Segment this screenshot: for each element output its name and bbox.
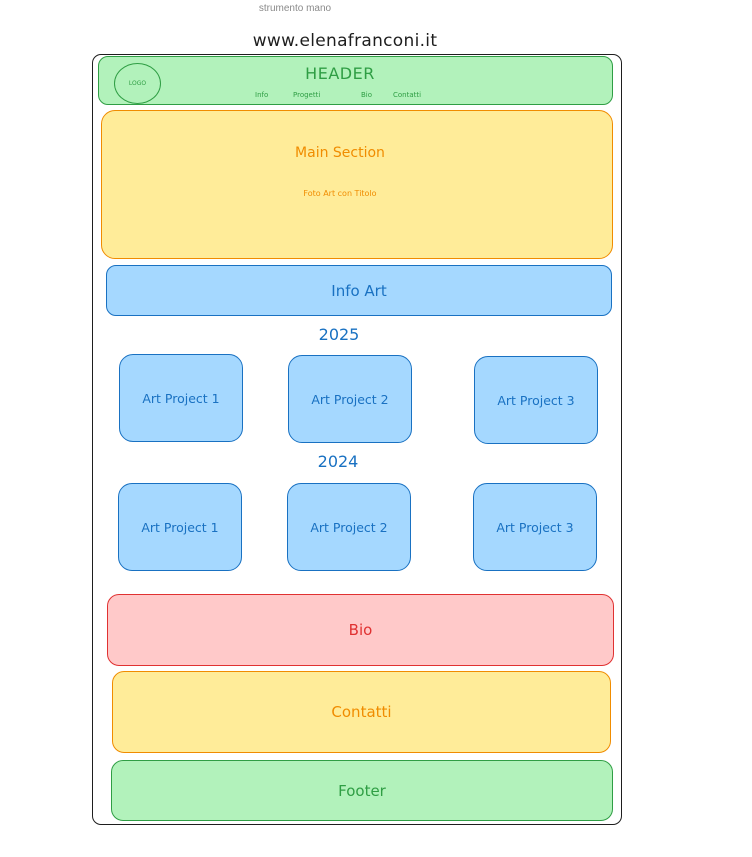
nav-item-progetti[interactable]: Progetti	[293, 91, 321, 99]
art-project-card[interactable]: Art Project 3	[473, 483, 597, 571]
contatti-box[interactable]: Contatti	[112, 671, 611, 753]
year-label-2024: 2024	[317, 452, 359, 471]
year-label-2025: 2025	[318, 325, 360, 344]
footer-box[interactable]: Footer	[111, 760, 613, 821]
info-art-box[interactable]: Info Art	[106, 265, 612, 316]
art-project-card[interactable]: Art Project 2	[288, 355, 412, 443]
bio-box[interactable]: Bio	[107, 594, 614, 666]
nav-item-bio[interactable]: Bio	[361, 91, 373, 99]
header-title: HEADER	[305, 64, 375, 83]
header-box[interactable]	[98, 56, 613, 105]
nav-item-contatti[interactable]: Contatti	[393, 91, 422, 99]
main-section-box[interactable]	[101, 110, 613, 259]
main-section-title: Main Section	[295, 145, 385, 161]
art-project-card[interactable]: Art Project 3	[474, 356, 598, 444]
site-url: www.elenafranconi.it	[252, 31, 438, 51]
art-project-card[interactable]: Art Project 2	[287, 483, 411, 571]
main-section-subtitle: Foto Art con Titolo	[303, 189, 377, 198]
logo-circle[interactable]: LOGO	[114, 63, 161, 104]
nav-item-info[interactable]: Info	[255, 91, 269, 99]
art-project-card[interactable]: Art Project 1	[119, 354, 243, 442]
toolbar-caption: strumento mano	[258, 3, 332, 14]
art-project-card[interactable]: Art Project 1	[118, 483, 242, 571]
